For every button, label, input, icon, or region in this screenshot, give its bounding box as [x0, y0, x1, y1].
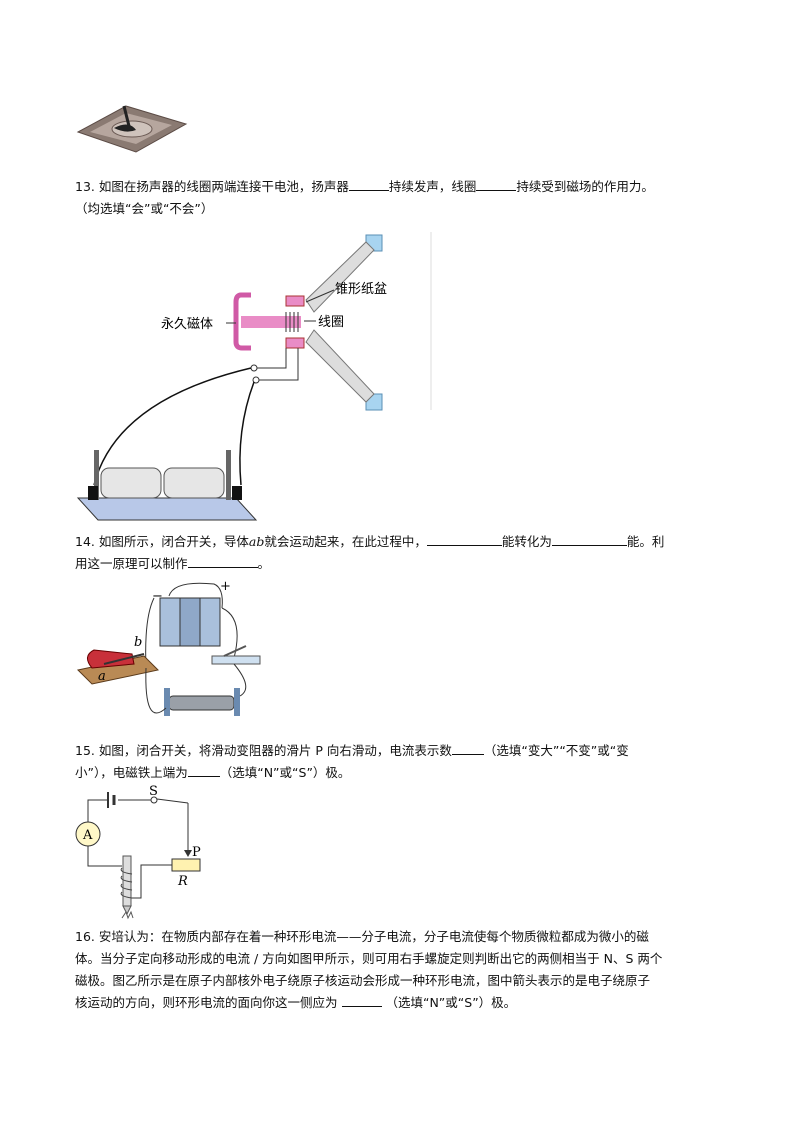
- q14-text: 就会运动起来，在此过程中，: [264, 534, 427, 549]
- q14-blank-1[interactable]: [426, 531, 502, 546]
- label-minus: −: [152, 589, 163, 604]
- q14-text: 能转化为: [501, 534, 552, 549]
- q16-text: 核运动的方向，则环形电流的面向你这一侧应为: [75, 995, 338, 1010]
- q14-text: 用这一原理可以制作: [75, 556, 188, 571]
- q16-line4: 核运动的方向，则环形电流的面向你这一侧应为 （选填“N”或“S”）极。: [75, 992, 516, 1014]
- q16-blank[interactable]: [341, 992, 382, 1007]
- q13-line1: 13. 如图在扬声器的线圈两端连接干电池，扬声器 持续发声，线圈 持续受到磁场的作用…: [75, 176, 654, 198]
- q13-blank-1[interactable]: [348, 176, 389, 191]
- label-cone: 锥形纸盆: [335, 282, 387, 297]
- q16-text: （选填“N”或“S”）极。: [385, 995, 517, 1010]
- q13-text: 如图在扬声器的线圈两端连接干电池，扬声器: [98, 179, 349, 194]
- q16-text: 安培认为：在物质内部存在着一种环形电流——分子电流，分子电流使每个物质微粒都成为…: [98, 929, 649, 944]
- q15-blank-2[interactable]: [187, 762, 220, 777]
- question-number: 16.: [75, 929, 95, 944]
- q15-line1: 15. 如图，闭合开关，将滑动变阻器的滑片 P 向右滑动，电流表示数 （选填“变大…: [75, 740, 629, 762]
- motor-experiment-figure: − + b a: [76, 579, 261, 716]
- compass-figure: [76, 105, 188, 153]
- q14-blank-2[interactable]: [551, 531, 627, 546]
- label-coil: 线圈: [318, 315, 344, 330]
- q13-blank-2[interactable]: [476, 176, 517, 191]
- q16-line2: 体。当分子定向移动形成的电流 / 方向如图甲所示，则可用右手螺旋定则判断出它的两…: [75, 951, 663, 966]
- q15-text: （选填“变大”“不变”或“变: [483, 743, 629, 758]
- q13-text: 持续受到磁场的作用力。: [516, 179, 654, 194]
- question-number: 14.: [75, 534, 95, 549]
- label-plus: +: [220, 579, 231, 594]
- label-a: a: [98, 669, 106, 684]
- q16-line3: 磁极。图乙所示是在原子内部核外电子绕原子核运动会形成一种环形电流，图中箭头表示的…: [75, 973, 651, 988]
- q13-line2: （均选填“会”或“不会”）: [75, 201, 214, 216]
- label-magnet: 永久磁体: [161, 317, 213, 332]
- label-b: b: [134, 635, 142, 650]
- q14-text: 。: [257, 556, 271, 571]
- q15-text: （选填“N”或“S”）极。: [219, 765, 351, 780]
- label-resistor-r: R: [177, 874, 188, 889]
- label-switch-s: S: [149, 784, 158, 799]
- question-number: 13.: [75, 179, 95, 194]
- q14-blank-3[interactable]: [187, 553, 258, 568]
- q14-text: 能。利: [626, 534, 665, 549]
- q14-text: 如图所示，闭合开关，导体: [98, 534, 249, 549]
- speaker-figure: 锥形纸盆 线圈 永久磁体: [76, 232, 432, 521]
- conductor-ab: ab: [248, 534, 265, 549]
- q15-text: 如图，闭合开关，将滑动变阻器的滑片 P 向右滑动，电流表示数: [98, 743, 452, 758]
- question-number: 15.: [75, 743, 95, 758]
- q16-line1: 16. 安培认为：在物质内部存在着一种环形电流——分子电流，分子电流使每个物质微…: [75, 926, 649, 948]
- q13-text: 持续发声，线圈: [388, 179, 477, 194]
- q15-line2: 小”），电磁铁上端为 （选填“N”或“S”）极。: [75, 762, 350, 784]
- q14-line2: 用这一原理可以制作 。: [75, 553, 270, 575]
- label-slider-p: P: [192, 845, 201, 860]
- q15-text: 小”），电磁铁上端为: [75, 765, 188, 780]
- q15-blank-1[interactable]: [451, 740, 484, 755]
- q14-line1: 14. 如图所示，闭合开关，导体ab就会运动起来，在此过程中， 能转化为 能。利: [75, 531, 664, 553]
- electromagnet-circuit: S A P R: [75, 784, 201, 920]
- ammeter-a: A: [82, 828, 93, 843]
